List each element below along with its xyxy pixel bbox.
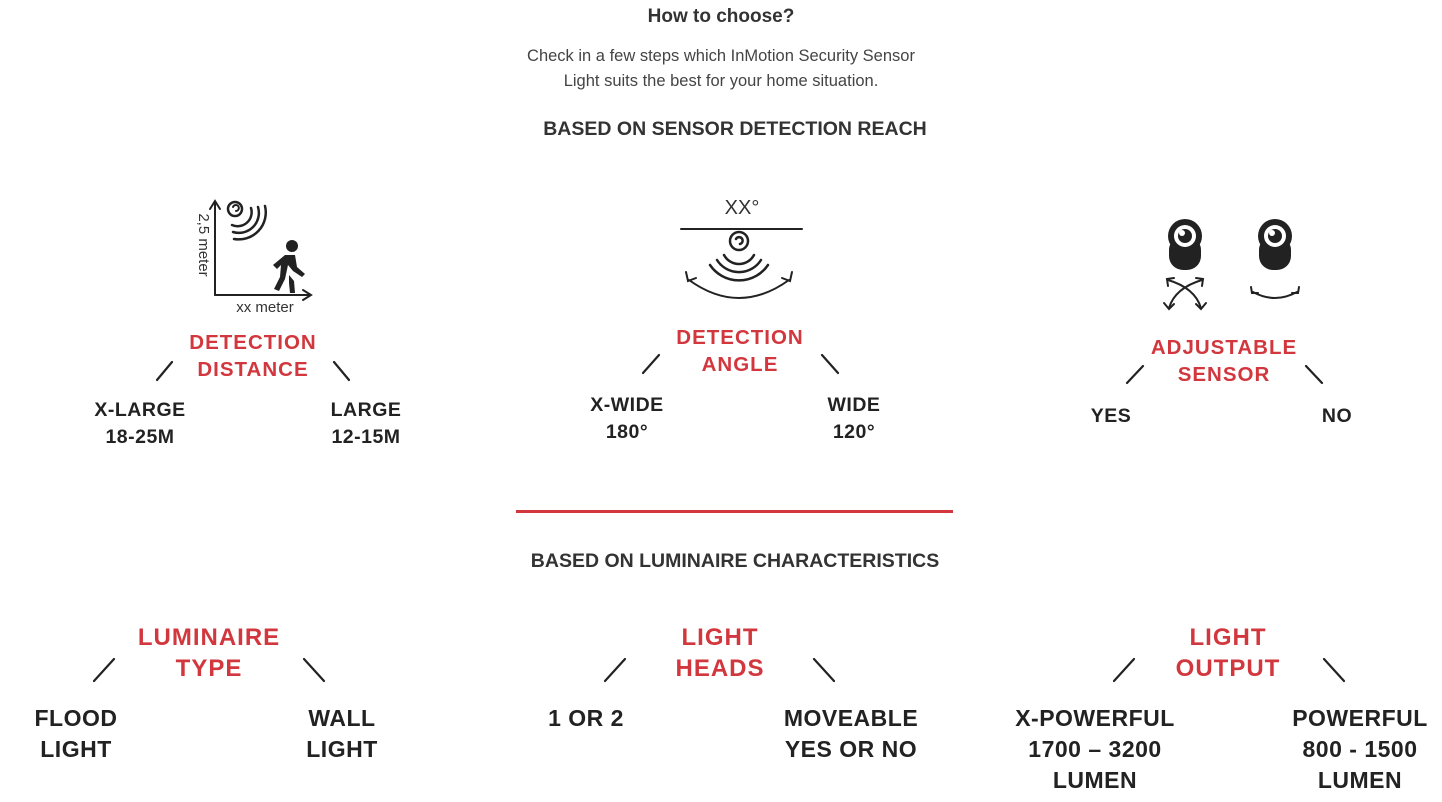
intro-line: Check in a few steps which InMotion Secu…	[527, 47, 915, 65]
section-divider	[516, 510, 953, 513]
detection-distance-label: DETECTION DISTANCE	[153, 329, 353, 383]
angle-icon	[680, 228, 803, 299]
label-line: ANGLE	[701, 353, 779, 376]
adjustable-sensor-label: ADJUSTABLE SENSOR	[1124, 334, 1324, 388]
option-wide: WIDE 120°	[794, 392, 914, 446]
option-line: 800 - 1500	[1302, 736, 1418, 762]
option-1-or-2: 1 OR 2	[526, 703, 646, 734]
option-line: WIDE	[827, 394, 881, 416]
distance-icon	[209, 199, 313, 301]
option-x-wide: X-WIDE 180°	[567, 392, 687, 446]
option-line: NO	[1321, 405, 1353, 427]
label-line: SENSOR	[1177, 363, 1271, 386]
branch-right	[1322, 657, 1346, 683]
option-line: 1 OR 2	[548, 705, 624, 731]
luminaire-type-label: LUMINAIRE TYPE	[109, 622, 309, 684]
option-line: LIGHT	[306, 736, 378, 762]
option-line: 18-25M	[105, 426, 175, 448]
label-line: LIGHT	[681, 624, 759, 651]
option-line: 120°	[832, 421, 876, 443]
option-moveable: MOVEABLE YES OR NO	[761, 703, 941, 765]
option-line: 180°	[605, 421, 649, 443]
option-line: X-WIDE	[590, 394, 664, 416]
adjustable-sensor-icon	[1163, 219, 1300, 311]
branch-left	[641, 353, 661, 375]
branch-left	[1112, 657, 1136, 683]
label-line: LIGHT	[1189, 624, 1267, 651]
option-line: X-LARGE	[94, 399, 186, 421]
option-no: NO	[1297, 403, 1377, 430]
light-output-label: LIGHT OUTPUT	[1128, 622, 1328, 684]
branch-left	[155, 360, 174, 382]
detection-angle-label: DETECTION ANGLE	[640, 324, 840, 378]
label-line: ADJUSTABLE	[1150, 336, 1298, 359]
option-powerful: POWERFUL 800 - 1500 LUMEN	[1280, 703, 1440, 796]
option-line: 1700 – 3200	[1028, 736, 1162, 762]
branch-right	[302, 657, 326, 683]
branch-right	[1304, 364, 1324, 385]
option-line: YES	[1090, 405, 1132, 427]
option-line: LIGHT	[40, 736, 112, 762]
option-large: LARGE 12-15M	[306, 397, 426, 451]
branch-left	[1125, 364, 1145, 385]
option-x-powerful: X-POWERFUL 1700 – 3200 LUMEN	[1000, 703, 1190, 796]
label-line: OUTPUT	[1175, 655, 1281, 682]
section-heading-luminaire: BASED ON LUMINAIRE CHARACTERISTICS	[530, 550, 940, 572]
branch-right	[820, 353, 840, 375]
branch-left	[92, 657, 116, 683]
option-flood-light: FLOOD LIGHT	[11, 703, 141, 765]
option-line: LARGE	[330, 399, 402, 421]
intro-line: Light suits the best for your home situa…	[563, 72, 879, 90]
option-x-large: X-LARGE 18-25M	[70, 397, 210, 451]
label-line: TYPE	[175, 655, 243, 682]
option-line: WALL	[308, 705, 376, 731]
option-line: 12-15M	[331, 426, 401, 448]
label-line: DETECTION	[189, 331, 317, 354]
degree-label: XX°	[724, 197, 760, 219]
light-heads-label: LIGHT HEADS	[620, 622, 820, 684]
page-title: How to choose?	[647, 6, 795, 27]
label-line: DISTANCE	[197, 358, 309, 381]
option-line: MOVEABLE	[783, 705, 919, 731]
option-yes: YES	[1071, 403, 1151, 430]
intro-text: Check in a few steps which InMotion Secu…	[421, 44, 1021, 94]
section-heading-sensor: BASED ON SENSOR DETECTION REACH	[543, 118, 927, 140]
option-line: LUMEN	[1317, 767, 1403, 793]
option-line: FLOOD	[34, 705, 118, 731]
label-line: DETECTION	[676, 326, 804, 349]
branch-left	[603, 657, 627, 683]
option-line: X-POWERFUL	[1015, 705, 1175, 731]
branch-right	[812, 657, 836, 683]
option-line: YES OR NO	[784, 736, 918, 762]
option-line: POWERFUL	[1292, 705, 1428, 731]
branch-right	[332, 360, 351, 382]
option-wall-light: WALL LIGHT	[282, 703, 402, 765]
label-line: LUMINAIRE	[137, 624, 281, 651]
axis-x-label: xx meter	[236, 299, 294, 316]
label-line: HEADS	[675, 655, 765, 682]
option-line: LUMEN	[1052, 767, 1138, 793]
